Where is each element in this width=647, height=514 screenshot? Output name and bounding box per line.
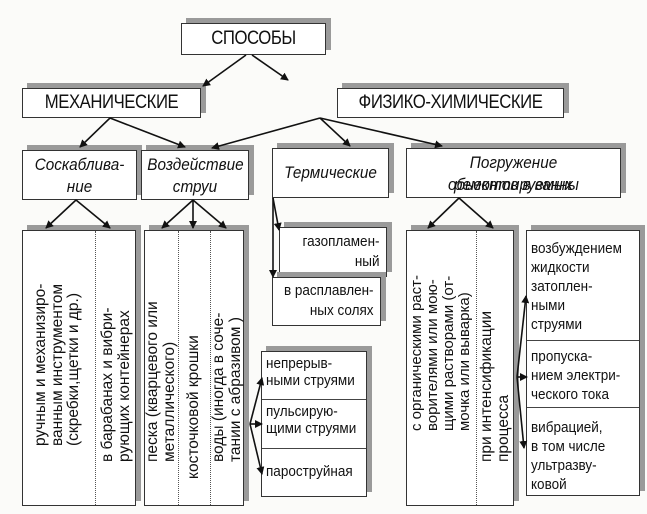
jet-item-sand-line-1: песка (кварцевого или — [143, 301, 161, 462]
intensification-item-flooded-jets: возбуждением жидкости затоплен- ными стр… — [527, 231, 639, 341]
node-thermal: Термические — [272, 148, 389, 198]
node-thermal-label: Термические — [284, 163, 377, 182]
node-jet-line-1: Воздействие — [147, 155, 244, 174]
immersion-item-intensification: при интенсификации процесса — [477, 231, 515, 505]
scraping-item-manual: ручным и механизиро- ванным инструментом… — [23, 231, 96, 505]
arrow-mechanical-to-jet — [109, 117, 186, 149]
jet-modes-group: непрерыв- ными струями пульсирую- щими с… — [261, 351, 367, 497]
node-mechanical: МЕХАНИЧЕСКИЕ — [22, 88, 201, 118]
immersion-item-intensification-line-2: процесса — [494, 394, 512, 462]
jet-item-water-line-1: воды (иногда в соче- — [210, 312, 227, 462]
root-node-methods: СПОСОБЫ — [181, 23, 326, 55]
immersion-item-solvents-line-3: щими растворами (от- — [439, 275, 457, 431]
jet-item-kernel-crumb-line-1: косточковой крошки — [184, 334, 202, 479]
jet-item-water-line-2: тании с абразивом ) — [226, 317, 244, 462]
jet-mode-continuous-line-2: ными струями — [266, 372, 355, 389]
node-scraping-line-1: Соскаблива- — [34, 155, 125, 174]
arrow-scraping-to-drums — [75, 199, 111, 229]
thermal-item-molten-salts: в расплавлен- ных солях — [272, 277, 381, 326]
arrow-immersion-to-intensification — [458, 197, 494, 229]
root-node-label: СПОСОБЫ — [211, 28, 296, 49]
jet-item-water: воды (иногда в соче- тании с абразивом ) — [210, 231, 245, 505]
node-jet-line-2: струи — [172, 177, 218, 196]
arrow-physchem-to-immersion — [319, 117, 443, 149]
node-immersion-line-1: Погружение ремонтируемых — [454, 153, 573, 194]
immersion-item-solvents-line-4: мочка или выварка) — [455, 292, 473, 431]
thermal-item-gas-flame-line-1: газопламен- — [303, 233, 380, 250]
scraping-item-manual-line-3: (скребки,щетки и др.) — [65, 292, 82, 446]
scraping-methods-group: ручным и механизиро- ванным инструментом… — [22, 230, 136, 506]
jet-mode-pulsing-line-2: щими струями — [266, 420, 357, 437]
immersion-methods-group: с органическими раст- ворителями или мою… — [406, 230, 514, 506]
intensification-flooded-line-3: затоплен- — [531, 278, 593, 295]
node-physico-chemical: ФИЗИКО-ХИМИЧЕСКИЕ — [337, 88, 564, 118]
immersion-item-intensification-line-1: при интенсификации — [478, 310, 495, 462]
intensification-electric-line-3: ческого тока — [531, 386, 610, 403]
intensification-item-electric-current: пропуска- нием электри- ческого тока — [527, 341, 639, 408]
scraping-item-drums-line-2: рующих контейнерах — [115, 310, 132, 462]
intensification-flooded-line-5: струями — [531, 316, 583, 333]
node-physico-chemical-label: ФИЗИКО-ХИМИЧЕСКИЕ — [358, 92, 543, 113]
intensification-flooded-line-2: жидкости — [531, 259, 590, 276]
jet-media-group: песка (кварцевого или металлического) ко… — [144, 230, 244, 506]
thermal-item-gas-flame: газопламен- ный — [279, 227, 387, 277]
node-immersion: Погружение ремонтируемых обьектов в ванн… — [406, 148, 621, 198]
arrow-root-to-mechanical — [202, 54, 247, 87]
node-immersion-line-2: обьектов в ванны — [448, 175, 579, 194]
scraping-item-drums: в барабанах и вибри- рующих контейнерах — [96, 231, 137, 505]
immersion-item-solvents-line-1: с органическими раст- — [407, 274, 425, 431]
arrow-jet-to-sand — [161, 199, 194, 229]
arrow-scraping-to-manual — [45, 199, 77, 229]
immersion-item-solvents: с органическими раст- ворителями или мою… — [407, 231, 477, 505]
jet-item-sand-line-2: металлического) — [160, 341, 177, 462]
intensification-electric-line-1: пропуска- — [531, 348, 593, 365]
intensification-vibration-line-2: в том числе — [531, 438, 606, 455]
scraping-item-manual-line-1: ручным и механизиро- — [32, 283, 49, 446]
arrow-immersion-to-solvents — [427, 197, 460, 229]
jet-mode-steam: пароструйная — [262, 449, 366, 498]
intensification-flooded-line-4: ными — [531, 297, 565, 314]
arrow-jet-to-water — [192, 199, 227, 229]
jet-mode-pulsing-line-1: пульсирую- — [266, 403, 338, 420]
arrow-thermal-to-gasflame — [272, 197, 282, 231]
intensification-electric-line-2: нием электри- — [531, 367, 621, 384]
jet-item-sand: песка (кварцевого или металлического) — [143, 231, 179, 505]
scraping-item-drums-line-1: в барабанах и вибри- — [98, 307, 116, 462]
arrow-physchem-to-thermal — [319, 117, 351, 147]
intensification-item-vibration: вибрацией, в том числе ультразву- ковой — [527, 408, 639, 497]
jet-mode-steam-line-1: пароструйная — [266, 463, 353, 480]
arrow-mechanical-to-scraping — [79, 117, 111, 148]
intensification-flooded-line-1: возбуждением — [531, 240, 622, 257]
jet-mode-continuous: непрерыв- ными струями — [262, 352, 366, 400]
jet-item-kernel-crumb: косточковой крошки — [179, 231, 211, 505]
thermal-item-molten-salts-line-1: в расплавлен- — [284, 282, 374, 299]
immersion-item-solvents-line-2: ворителями или мою- — [423, 279, 441, 431]
node-scraping: Соскаблива- ние — [22, 150, 137, 200]
arrow-root-to-physchem — [251, 54, 289, 81]
intensification-vibration-line-4: ковой — [531, 476, 567, 493]
node-scraping-line-2: ние — [66, 177, 93, 196]
intensification-vibration-line-3: ультразву- — [531, 457, 597, 474]
node-mechanical-label: МЕХАНИЧЕСКИЕ — [44, 92, 179, 113]
arrow-intensification-to-vibration — [516, 376, 528, 449]
arrow-physchem-to-jet — [211, 117, 321, 150]
jet-mode-pulsing: пульсирую- щими струями — [262, 400, 366, 449]
thermal-item-gas-flame-line-2: ный — [355, 253, 380, 270]
arrow-intensification-to-flooded — [516, 295, 530, 378]
jet-mode-continuous-line-1: непрерыв- — [266, 355, 333, 372]
thermal-item-molten-salts-line-2: ных солях — [310, 302, 374, 319]
node-jet-action: Воздействие струи — [141, 150, 249, 200]
scraping-item-manual-line-2: ванным инструментом — [48, 283, 66, 446]
intensification-group: возбуждением жидкости затоплен- ными стр… — [526, 230, 640, 496]
intensification-vibration-line-1: вибрацией, — [531, 419, 603, 436]
